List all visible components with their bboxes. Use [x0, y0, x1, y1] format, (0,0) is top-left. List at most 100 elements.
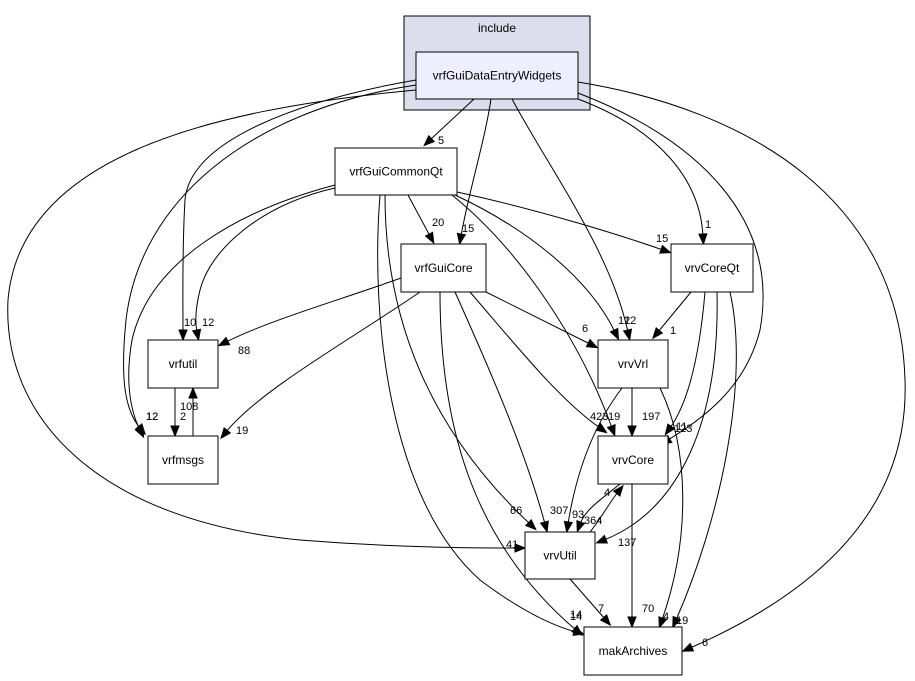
edge-label-vrvCoreQt-to-vrvVrl[interactable]: 1	[670, 325, 676, 337]
edge-vrfGuiCommonQt-to-makArchives[interactable]	[377, 194, 577, 633]
edge-vrvVrl-to-vrvUtil[interactable]	[567, 387, 623, 525]
edge-label-vrvCore-to-vrvUtil[interactable]: 364	[584, 515, 602, 527]
node-label-vrvUtil[interactable]: vrvUtil	[543, 549, 576, 563]
node-vrfmsgs[interactable]	[147, 435, 219, 485]
node-label-vrfGuiCore[interactable]: vrfGuiCore	[414, 261, 472, 275]
edge-vrfGuiCommonQt-to-vrvCore[interactable]	[451, 194, 613, 429]
edge-label-vrfGuiCommonQt-to-vrfutil[interactable]: 12	[202, 317, 214, 329]
cluster-include-label: include	[478, 21, 516, 35]
arrowhead-vrfGuiDataEntryWidgets-to-makArchives	[681, 642, 695, 652]
node-label-vrfGuiDataEntryWidgets[interactable]: vrfGuiDataEntryWidgets	[433, 69, 562, 83]
edge-label-vrfGuiCommonQt-to-vrfmsgs[interactable]: 12	[146, 411, 158, 423]
edge-vrvCoreQt-to-makArchives[interactable]	[675, 291, 737, 621]
edge-vrfGuiCore-to-vrvCore[interactable]	[469, 291, 601, 429]
edge-vrfGuiDataEntryWidgets-to-vrfutil[interactable]	[182, 79, 417, 333]
edge-label-vrfGuiCore-to-vrfutil[interactable]: 88	[238, 345, 250, 357]
edge-label-vrfGuiCommonQt-to-vrvCore[interactable]: 423	[590, 411, 608, 423]
edge-label-vrvCoreQt-to-makArchives[interactable]: 19	[676, 615, 688, 627]
node-vrfGuiDataEntryWidgets[interactable]	[415, 51, 579, 100]
node-label-vrvCoreQt[interactable]: vrvCoreQt	[685, 261, 740, 275]
edge-vrfGuiCore-to-vrvUtil[interactable]	[454, 291, 546, 525]
arrowhead-vrvVrl-to-vrvUtil	[563, 520, 574, 534]
edge-vrvCoreQt-to-vrvVrl[interactable]	[657, 291, 692, 333]
edge-label-vrfGuiCommonQt-to-vrvCoreQt[interactable]: 15	[656, 233, 668, 245]
edge-vrvCore-to-vrvUtil[interactable]	[579, 483, 621, 525]
node-label-vrfutil[interactable]: vrfutil	[169, 357, 198, 371]
arrowhead-vrvVrl-to-vrvCore	[627, 425, 637, 438]
edge-vrfGuiCore-to-vrfmsgs[interactable]	[225, 291, 421, 433]
edge-vrfGuiDataEntryWidgets-to-vrfmsgs[interactable]	[123, 84, 417, 429]
edge-label-vrvCoreQt-to-vrvUtil[interactable]: 137	[618, 537, 636, 549]
node-vrfGuiCore[interactable]	[400, 243, 487, 293]
edge-vrfGuiCore-to-vrfutil[interactable]	[225, 277, 402, 343]
node-vrvCore[interactable]	[597, 435, 669, 485]
arrowhead-vrvUtil-to-vrvCore	[612, 484, 624, 497]
edge-vrfGuiCore-to-vrvVrl[interactable]	[485, 291, 591, 345]
edge-label-vrfGuiDataEntryWidgets-to-vrvCoreQt[interactable]: 1	[705, 219, 711, 231]
edge-vrfGuiCommonQt-to-vrvVrl[interactable]	[454, 194, 616, 333]
node-label-vrfmsgs[interactable]: vrfmsgs	[162, 453, 204, 467]
edge-vrvUtil-to-vrvCore[interactable]	[589, 491, 619, 533]
edge-label-vrfutil-to-vrfmsgs[interactable]: 2	[180, 411, 186, 423]
edge-label-vrfGuiCore-to-vrvCore[interactable]: 19	[608, 411, 620, 423]
edge-vrfGuiCommonQt-to-vrfGuiCore[interactable]	[407, 194, 431, 237]
edge-vrfGuiDataEntryWidgets-to-vrvCore[interactable]	[577, 92, 764, 441]
arrowhead-vrfGuiDataEntryWidgets-to-vrvUtil	[514, 543, 527, 553]
edge-vrfGuiCommonQt-to-vrfmsgs[interactable]	[128, 184, 336, 431]
edge-vrfGuiCommonQt-to-vrvCoreQt[interactable]	[456, 191, 664, 251]
edge-label-vrfGuiDataEntryWidgets-to-makArchives[interactable]: 6	[702, 637, 708, 649]
edge-label-vrfGuiCommonQt-to-vrfGuiCore[interactable]: 20	[432, 217, 444, 229]
edge-label-vrvUtil-to-vrvCore[interactable]: 4	[604, 487, 610, 499]
edge-label-vrvVrl-to-vrvUtil[interactable]: 93	[572, 509, 584, 521]
edge-vrvVrl-to-makArchives[interactable]	[659, 387, 684, 621]
edge-label-vrfGuiCommonQt-to-makArchives[interactable]: 14	[570, 609, 582, 621]
edge-vrvCoreQt-to-vrvCore[interactable]	[669, 291, 706, 429]
arrowhead-vrfGuiDataEntryWidgets-to-vrfGuiCore	[456, 232, 467, 246]
node-vrvVrl[interactable]	[597, 339, 669, 389]
edge-label-vrvVrl-to-vrvCore[interactable]: 197	[642, 411, 660, 423]
edge-vrvUtil-to-makArchives[interactable]	[569, 578, 606, 620]
edge-label-vrfGuiDataEntryWidgets-to-vrvUtil[interactable]: 41	[506, 539, 518, 551]
edge-label-vrfGuiDataEntryWidgets-to-vrfGuiCore[interactable]: 15	[462, 223, 474, 235]
edge-label-vrvCoreQt-to-vrvCore[interactable]: 11	[676, 421, 687, 433]
edge-label-vrfGuiCore-to-vrvVrl[interactable]: 6	[582, 323, 588, 335]
edge-label-vrfGuiDataEntryWidgets-to-vrfGuiCommonQt[interactable]: 5	[438, 135, 444, 147]
node-vrvUtil[interactable]	[524, 531, 596, 580]
edge-vrfGuiDataEntryWidgets-to-vrfGuiCore[interactable]	[460, 98, 492, 237]
arrowhead-vrvVrl-to-makArchives	[658, 616, 668, 629]
edge-label-vrfGuiCommonQt-to-vrvUtil[interactable]: 66	[510, 505, 522, 517]
node-label-vrvVrl[interactable]: vrvVrl	[618, 357, 648, 371]
edge-vrfGuiDataEntryWidgets-to-makArchives[interactable]	[577, 81, 906, 649]
edge-label-vrfGuiDataEntryWidgets-to-vrvCore[interactable]: 123	[674, 423, 692, 435]
edge-vrfGuiDataEntryWidgets-to-vrvVrl[interactable]	[511, 98, 629, 333]
edge-label-vrfGuiDataEntryWidgets-to-vrfutil[interactable]: 10	[184, 317, 196, 329]
edge-label-vrfmsgs-to-vrfutil[interactable]: 108	[180, 401, 198, 413]
node-label-makArchives[interactable]: makArchives	[599, 644, 668, 658]
arrowhead-vrfGuiCore-to-makArchives	[571, 624, 584, 637]
edge-label-vrvUtil-to-makArchives[interactable]: 7	[598, 603, 604, 615]
node-vrfutil[interactable]	[147, 339, 219, 389]
arrowhead-vrfGuiDataEntryWidgets-to-vrfGuiCommonQt	[423, 134, 436, 147]
edge-label-vrfGuiCore-to-makArchives[interactable]: 14	[570, 611, 582, 623]
arrowhead-vrfGuiCommonQt-to-vrfutil	[191, 328, 202, 342]
edge-label-vrfGuiCommonQt-to-vrvVrl[interactable]: 12	[624, 315, 636, 327]
node-vrfGuiCommonQt[interactable]	[334, 147, 458, 196]
node-label-vrfGuiCommonQt[interactable]: vrfGuiCommonQt	[349, 165, 443, 179]
edge-label-vrfGuiCore-to-vrvUtil[interactable]: 307	[550, 505, 568, 517]
edge-vrfGuiCore-to-makArchives[interactable]	[439, 291, 577, 631]
node-vrvCoreQt[interactable]	[670, 243, 754, 293]
node-label-vrvCore[interactable]: vrvCore	[612, 453, 654, 467]
edge-label-vrfGuiDataEntryWidgets-to-vrvVrl[interactable]: 12	[618, 315, 630, 327]
edge-vrfGuiDataEntryWidgets-to-vrvUtil[interactable]	[7, 89, 518, 549]
edge-label-vrvCore-to-makArchives[interactable]: 70	[642, 603, 654, 615]
edge-vrfGuiDataEntryWidgets-to-vrfGuiCommonQt[interactable]	[429, 98, 475, 141]
arrowhead-vrfGuiCommonQt-to-vrvVrl	[609, 327, 620, 341]
edge-label-vrfGuiDataEntryWidgets-to-vrfmsgs[interactable]: 12	[146, 411, 158, 423]
edge-vrfGuiDataEntryWidgets-to-vrvCoreQt[interactable]	[577, 98, 704, 237]
node-makArchives[interactable]	[583, 626, 683, 676]
arrowhead-vrvCore-to-vrvUtil	[576, 520, 586, 533]
edge-label-vrfGuiCore-to-vrfmsgs[interactable]: 19	[236, 425, 248, 437]
edge-vrfGuiCommonQt-to-vrfutil[interactable]	[195, 187, 336, 333]
edge-vrfGuiCommonQt-to-vrvUtil[interactable]	[384, 194, 531, 525]
edge-label-vrvVrl-to-makArchives[interactable]: 4	[663, 611, 669, 623]
